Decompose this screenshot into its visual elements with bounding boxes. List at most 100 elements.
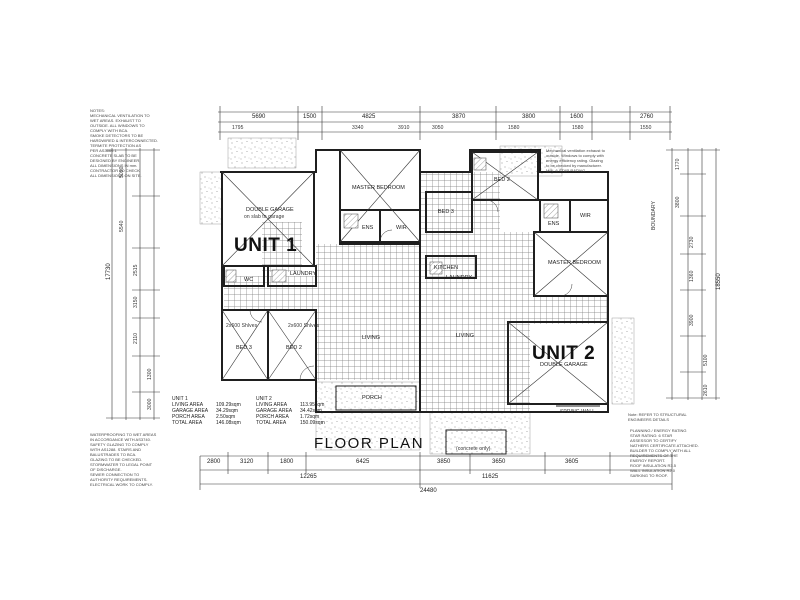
area-cell: GARAGE AREA [256, 408, 293, 414]
dim-top-2: 3910 [398, 125, 410, 131]
unit-2-ens-label: ENS [548, 221, 560, 227]
dim-bottom: 3120 [240, 459, 254, 465]
area-cell: TOTAL AREA [172, 420, 203, 426]
dim-top-2: 3340 [352, 125, 364, 131]
dim-left: 3000 [147, 398, 153, 410]
unit-2-master-label: MASTER BEDROOM [548, 260, 601, 266]
area-cell: TOTAL AREA [256, 420, 287, 426]
dim-right: 2730 [689, 236, 695, 248]
garage-cross-lines [221, 149, 609, 405]
dim-bottom: 6425 [356, 459, 370, 465]
dim-bottom: 2800 [207, 459, 221, 465]
walls [220, 149, 609, 455]
unit-1-bed-2-label: BED 2 [286, 345, 302, 351]
unit-1-garage-label: DOUBLE GARAGE [246, 207, 294, 213]
dim-bottom: 3850 [437, 459, 451, 465]
door-swings [249, 199, 573, 381]
dim-top-2: 1795 [232, 125, 244, 131]
dim-top: 3800 [522, 114, 536, 120]
area-cell: 109.29sqm [216, 402, 241, 408]
unit-1-label: UNIT 1 [234, 235, 298, 256]
area-cell: UNIT 1 [172, 396, 188, 402]
dim-right: 1770 [675, 158, 681, 170]
area-cell: 1.72sqm [300, 414, 320, 420]
area-cell: LIVING AREA [256, 402, 288, 408]
notes-left: NOTES: MECHANICAL VENTILATION TO WET ARE… [90, 108, 159, 178]
unit-1-wc-label: WC [244, 277, 254, 283]
unit-2-label: UNIT 2 [532, 343, 596, 364]
dim-bottom-2: 12265 [300, 474, 317, 480]
unit-1-master-label: MASTER BEDROOM [352, 185, 405, 191]
unit-1-ens-label: ENS [362, 225, 374, 231]
unit-2-laundry-label: LAUNDRY [446, 275, 473, 281]
dim-top: 4825 [362, 114, 376, 120]
unit-1-wir-label: WIR [396, 225, 407, 231]
area-cell: 113.95sqm [300, 402, 325, 408]
unit-1-robe-a: 2x600 Shlves [226, 323, 258, 329]
area-row: TOTAL AREA 146.08sqm TOTAL AREA 150.09sq… [172, 420, 340, 426]
area-row: UNIT 1 UNIT 2 [172, 396, 340, 402]
dim-left: 3150 [133, 296, 139, 308]
area-cell: PORCH AREA [172, 414, 205, 420]
notes-bottom-right-top: Note: REFER TO STRUCTURAL ENGINEERS DETA… [628, 412, 687, 422]
unit-2-bed-2-label: BED 2 [494, 177, 510, 183]
dim-right: 3900 [689, 314, 695, 326]
dim-top-2: 1580 [572, 125, 584, 131]
area-row: LIVING AREA 109.29sqm LIVING AREA 113.95… [172, 402, 340, 408]
unit-1-laundry-label: LAUNDRY [290, 271, 317, 277]
dim-left: 2110 [133, 332, 139, 344]
dim-top-2: 1580 [508, 125, 520, 131]
unit-2-kitchen-label: KITCHEN [434, 265, 459, 271]
area-cell: 150.09sqm [300, 420, 325, 426]
dim-right-overall: 18550 [716, 273, 722, 290]
unit-2-garage-label: DOUBLE GARAGE [540, 362, 588, 368]
unit-2-wir-label: WIR [580, 213, 591, 219]
spring-wall-label: SPRING WALL [560, 409, 596, 415]
boundary-label: BOUNDARY [651, 200, 657, 230]
dim-right: 1360 [689, 270, 695, 282]
unit-1-robe-b: 2x600 Shlves [288, 323, 320, 329]
area-cell: 34.29sqm [216, 408, 238, 414]
area-cell: PORCH AREA [256, 414, 289, 420]
porch-label: PORCH [362, 395, 382, 401]
area-row: PORCH AREA 2.50sqm PORCH AREA 1.72sqm [172, 414, 340, 420]
unit-2-bed-3-label: BED 3 [438, 209, 454, 215]
area-cell: 146.08sqm [216, 420, 241, 426]
dim-top-2: 1550 [640, 125, 652, 131]
notes-bottom-left: WATERPROOFING TO WET AREAS IN ACCORDANCE… [90, 432, 157, 487]
floor-plan-title: FLOOR PLAN [314, 435, 425, 452]
dim-top: 5690 [252, 114, 266, 120]
dim-bottom: 3650 [492, 459, 506, 465]
dim-bottom: 1800 [280, 459, 294, 465]
dim-bottom-2: 11625 [482, 474, 499, 480]
wet-areas [225, 157, 559, 283]
unit-1-bed-3-label: BED 3 [236, 345, 252, 351]
unit-1-living-label: LIVING [362, 335, 381, 341]
dim-right: 2610 [703, 384, 709, 396]
dim-top: 1600 [570, 114, 584, 120]
porch-note: (concrete only) [456, 446, 491, 452]
notes-bottom-right: PLANNING / ENERGY RATING STAR RATING: 6 … [630, 428, 699, 478]
dim-left: 5540 [119, 220, 125, 232]
area-cell: LIVING AREA [172, 402, 204, 408]
area-cell: UNIT 2 [256, 396, 272, 402]
area-cell: 34.42sqm [300, 408, 322, 414]
notes-top-right: Mechanical ventilation exhaust to outsid… [546, 148, 605, 173]
dim-top: 2760 [640, 114, 654, 120]
dim-right: 5100 [703, 354, 709, 366]
dim-top-2: 3050 [432, 125, 444, 131]
area-schedule: UNIT 1 UNIT 2 LIVING AREA 109.29sqm LIVI… [172, 396, 340, 426]
dim-bottom: 3605 [565, 459, 579, 465]
dim-top: 1500 [303, 114, 317, 120]
unit-1-garage-note: on slab to garage [244, 214, 285, 220]
unit-2-living-label: LIVING [456, 333, 475, 339]
dim-left-overall: 17730 [106, 263, 112, 280]
dimension-lines [106, 106, 720, 490]
area-cell: 2.50sqm [216, 414, 236, 420]
area-row: GARAGE AREA 34.29sqm GARAGE AREA 34.42sq… [172, 408, 340, 414]
dim-right: 3800 [675, 196, 681, 208]
dim-top: 3870 [452, 114, 466, 120]
dim-left: 1300 [147, 368, 153, 380]
dim-overall-width: 24480 [420, 488, 437, 494]
